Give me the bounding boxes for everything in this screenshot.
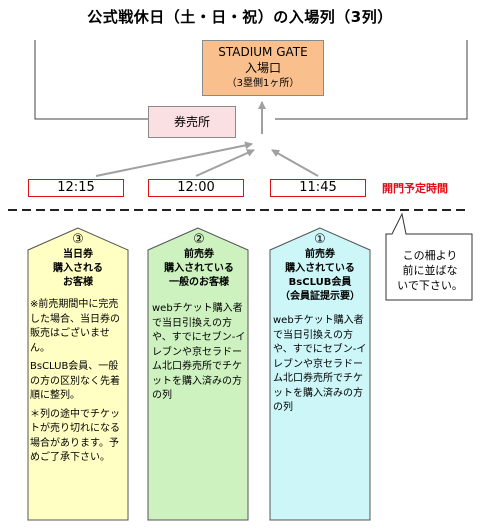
queue-number: ③ bbox=[72, 232, 84, 247]
arrow-line1 bbox=[271, 149, 319, 177]
callout-line: 前に並ばな bbox=[402, 264, 458, 277]
arrow-line2 bbox=[195, 149, 255, 177]
heading-line: 当日券 bbox=[63, 249, 93, 260]
description-paragraph: ※前売期間中に完売した場合、当日券の販売はございません。 bbox=[30, 299, 120, 354]
time-box-line3: 12:15 bbox=[28, 179, 124, 197]
heading-line: お客様 bbox=[63, 277, 93, 288]
fence-right bbox=[275, 40, 468, 120]
heading-line: BsCLUB会員 bbox=[288, 277, 352, 288]
description-paragraph: BsCLUB会員、一般の方の区別なく先着順に整列。 bbox=[30, 361, 120, 401]
queue-column-1: ① 前売券 購入されている BsCLUB会員 （会員証提示要） webチケット購… bbox=[273, 232, 367, 420]
heading-line: （会員証提示要） bbox=[280, 291, 360, 302]
heading-line: 前売券 bbox=[305, 249, 335, 260]
queue-description: ※前売期間中に完売した場合、当日券の販売はございません。 BsCLUB会員、一般… bbox=[30, 298, 126, 466]
heading-line: 購入されている bbox=[164, 263, 234, 274]
time-box-line1: 11:45 bbox=[270, 179, 366, 197]
heading-line: 一般のお客様 bbox=[169, 277, 229, 288]
queue-heading: 前売券 購入されている 一般のお客様 bbox=[152, 248, 246, 290]
heading-line: 購入されている bbox=[285, 263, 355, 274]
description-paragraph: webチケット購入者で当日引換えの方や、すでにセブン-イレブンや京セラドーム北口… bbox=[152, 303, 246, 401]
fence-left bbox=[34, 40, 148, 120]
gate-name: STADIUM GATE bbox=[218, 45, 308, 59]
queue-shape-3 bbox=[27, 227, 129, 521]
heading-line: 前売券 bbox=[184, 249, 214, 260]
queue-heading: 前売券 購入されている BsCLUB会員 （会員証提示要） bbox=[273, 248, 367, 304]
time-box-line2: 12:00 bbox=[148, 179, 244, 197]
gate-location: （3塁側1ヶ所） bbox=[226, 78, 300, 89]
arrow-line3 bbox=[95, 141, 253, 177]
queue-description: webチケット購入者で当日引換えの方や、すでにセブン-イレブンや京セラドーム北口… bbox=[152, 302, 246, 404]
ticket-office-box: 券売所 bbox=[148, 106, 236, 138]
queue-heading: 当日券 購入される お客様 bbox=[30, 248, 126, 290]
queue-shape-2 bbox=[147, 227, 249, 521]
page-title: 公式戦休日（土・日・祝）の入場列（3列） bbox=[87, 8, 393, 26]
callout-text: この柵より 前に並ばな いで下さい。 bbox=[392, 248, 468, 293]
gate-open-time-label: 開門予定時間 bbox=[382, 182, 448, 195]
queue-number: ① bbox=[314, 232, 326, 247]
description-paragraph: webチケット購入者で当日引換えの方や、すでにセブン-イレブンや京セラドーム北口… bbox=[273, 315, 367, 413]
queue-description: webチケット購入者で当日引換えの方や、すでにセブン-イレブンや京セラドーム北口… bbox=[273, 314, 367, 416]
callout-line: いで下さい。 bbox=[397, 279, 463, 292]
queue-column-3: ③ 当日券 購入される お客様 ※前売期間中に完売した場合、当日券の販売はござい… bbox=[30, 232, 126, 470]
description-paragraph: ＊列の途中でチケットが売り切れになる場合があります。予めご了承下さい。 bbox=[30, 408, 120, 464]
callout-line: この柵より bbox=[402, 249, 458, 262]
gate-label: 入場口 bbox=[244, 61, 281, 75]
queue-number: ② bbox=[193, 232, 205, 247]
queue-column-2: ② 前売券 購入されている 一般のお客様 webチケット購入者で当日引換えの方や… bbox=[152, 232, 246, 408]
queue-shape-1 bbox=[269, 227, 371, 521]
callout-bubble bbox=[385, 212, 473, 301]
stadium-gate-box: STADIUM GATE 入場口 （3塁側1ヶ所） bbox=[202, 40, 324, 96]
heading-line: 購入される bbox=[53, 263, 103, 274]
